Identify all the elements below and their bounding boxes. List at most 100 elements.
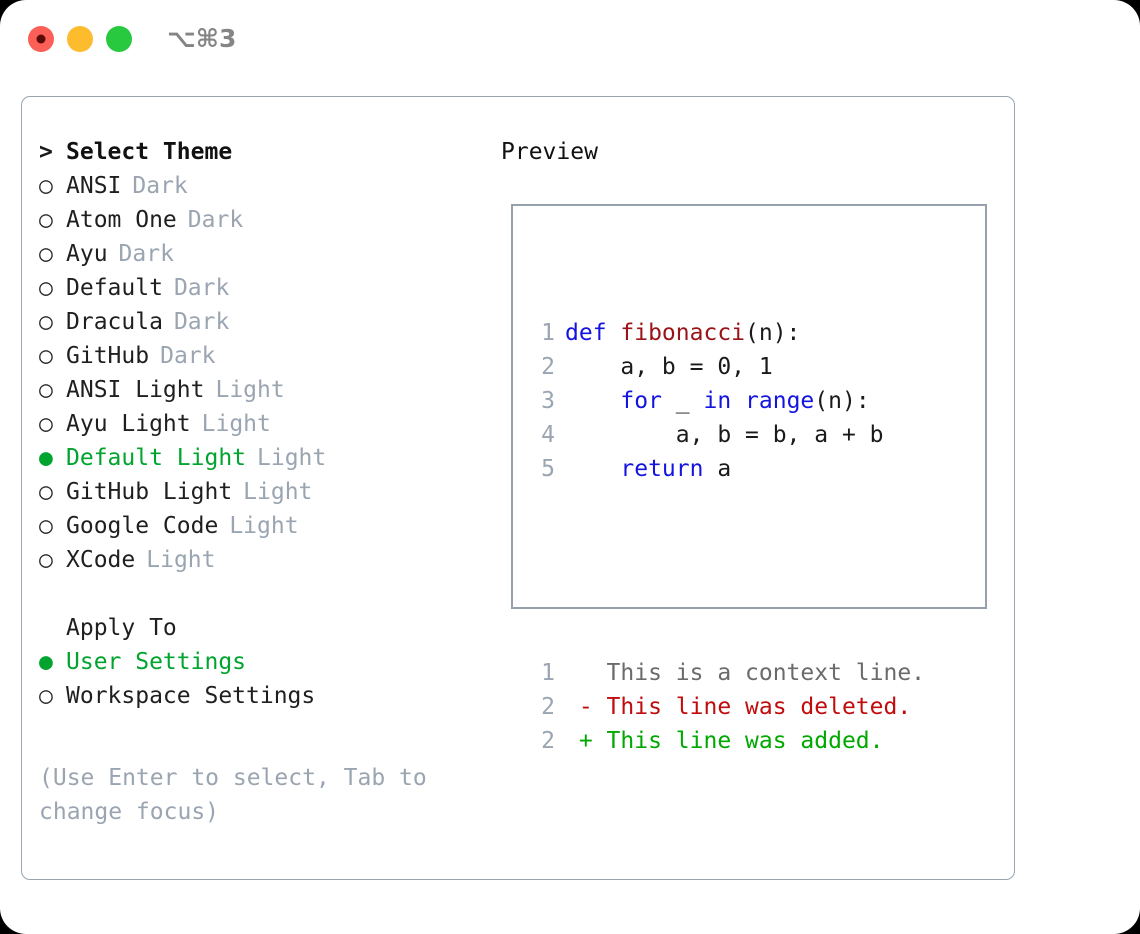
- theme-picker-title: Select Theme: [66, 139, 233, 165]
- code-line: 4 a, b = b, a + b: [529, 418, 925, 452]
- theme-variant-tag: Dark: [132, 173, 188, 199]
- radio-unselected-icon: ○: [39, 275, 53, 301]
- theme-variant-tag: Dark: [160, 343, 216, 369]
- theme-name: Default: [66, 275, 163, 301]
- radio-unselected-icon: ○: [39, 173, 53, 199]
- code-token: def: [565, 320, 621, 346]
- theme-name: Dracula: [66, 309, 163, 335]
- code-line: 3 for _ in range(n):: [529, 384, 925, 418]
- code-token: a: [703, 456, 732, 482]
- theme-name: GitHub Light: [66, 479, 233, 505]
- line-number: 4: [541, 422, 555, 448]
- code-line: 5 return a: [529, 452, 925, 486]
- theme-name: Default Light: [66, 445, 247, 471]
- diff-line: 1 This is a context line.: [529, 656, 925, 690]
- code-token: return: [620, 456, 704, 482]
- code-token: (n):: [814, 388, 870, 414]
- theme-variant-tag: Light: [229, 513, 299, 539]
- code-token: - This line was deleted.: [565, 694, 912, 720]
- code-token: [565, 456, 620, 482]
- theme-name: Ayu Light: [66, 411, 191, 437]
- theme-variant-tag: Light: [201, 411, 271, 437]
- keyboard-hint-text: (Use Enter to select, Tab to change focu…: [39, 765, 427, 825]
- code-token: _: [661, 388, 704, 414]
- line-number: 1: [541, 660, 555, 686]
- window-controls: [28, 26, 132, 52]
- theme-name: Ayu: [66, 241, 108, 267]
- radio-unselected-icon: ○: [39, 683, 53, 709]
- theme-variant-tag: Light: [243, 479, 313, 505]
- code-token: in: [703, 388, 732, 414]
- theme-variant-tag: Dark: [118, 241, 174, 267]
- code-token: for: [620, 388, 662, 414]
- radio-unselected-icon: ○: [39, 343, 53, 369]
- code-token: + This line was added.: [565, 728, 884, 754]
- theme-list-item[interactable]: ○ GitHub Dark: [39, 339, 509, 373]
- apply-to-label: Workspace Settings: [66, 683, 316, 709]
- line-number: 3: [541, 388, 555, 414]
- theme-list-item[interactable]: ○ Ayu Dark: [39, 237, 509, 271]
- code-token: (n):: [745, 320, 801, 346]
- code-line: 1 def fibonacci(n):: [529, 316, 925, 350]
- diff-line: 2 - This line was deleted.: [529, 690, 925, 724]
- radio-unselected-icon: ○: [39, 513, 53, 539]
- radio-selected-icon: ●: [39, 649, 53, 675]
- code-blank-line: [529, 554, 925, 588]
- apply-to-list: ●User Settings ○ Workspace Settings: [39, 645, 509, 713]
- radio-unselected-icon: ○: [39, 241, 53, 267]
- line-number: 1: [541, 320, 555, 346]
- theme-name: Google Code: [66, 513, 219, 539]
- theme-name: GitHub: [66, 343, 150, 369]
- code-token: range: [745, 388, 815, 414]
- title-bar: ⌥⌘3: [0, 0, 1140, 78]
- radio-unselected-icon: ○: [39, 207, 53, 233]
- close-button[interactable]: [28, 26, 54, 52]
- theme-list-item[interactable]: ○ Dracula Dark: [39, 305, 509, 339]
- section-spacer: [39, 577, 509, 611]
- preview-column: Preview: [501, 135, 1001, 169]
- line-number: 2: [541, 694, 555, 720]
- preview-title: Preview: [501, 139, 598, 165]
- line-number: 2: [541, 728, 555, 754]
- code-line: 2 a, b = 0, 1: [529, 350, 925, 384]
- keyboard-shortcut-label: ⌥⌘3: [167, 24, 237, 53]
- theme-variant-tag: Light: [146, 547, 216, 573]
- minimize-button[interactable]: [67, 26, 93, 52]
- prompt-caret-icon: >: [39, 139, 53, 165]
- theme-list-item[interactable]: ○ Ayu Light Light: [39, 407, 509, 441]
- theme-list-item[interactable]: ○ ANSI Dark: [39, 169, 509, 203]
- apply-to-header: Apply To: [39, 611, 509, 645]
- code-token: [731, 388, 745, 414]
- apply-to-item[interactable]: ●User Settings: [39, 645, 509, 679]
- code-token: a, b = b, a + b: [565, 422, 884, 448]
- theme-name: XCode: [66, 547, 136, 573]
- radio-unselected-icon: ○: [39, 479, 53, 505]
- theme-variant-tag: Dark: [173, 309, 230, 335]
- apply-to-item[interactable]: ○ Workspace Settings: [39, 679, 509, 713]
- theme-name: ANSI: [66, 173, 122, 199]
- theme-list-item[interactable]: ○ GitHub Light Light: [39, 475, 509, 509]
- maximize-button[interactable]: [106, 26, 132, 52]
- code-token: fibonacci: [620, 320, 746, 346]
- diff-line: 2 + This line was added.: [529, 724, 925, 758]
- apply-to-title: Apply To: [66, 615, 177, 641]
- radio-unselected-icon: ○: [39, 309, 53, 335]
- theme-list-item[interactable]: ○ XCode Light: [39, 543, 509, 577]
- theme-list-item[interactable]: ○ Google Code Light: [39, 509, 509, 543]
- theme-variant-tag: Light: [215, 377, 285, 403]
- radio-unselected-icon: ○: [39, 547, 53, 573]
- radio-unselected-icon: ○: [39, 411, 53, 437]
- code-token: This is a context line.: [565, 660, 926, 686]
- theme-variant-tag: Light: [257, 445, 327, 471]
- theme-name: Atom One: [66, 207, 177, 233]
